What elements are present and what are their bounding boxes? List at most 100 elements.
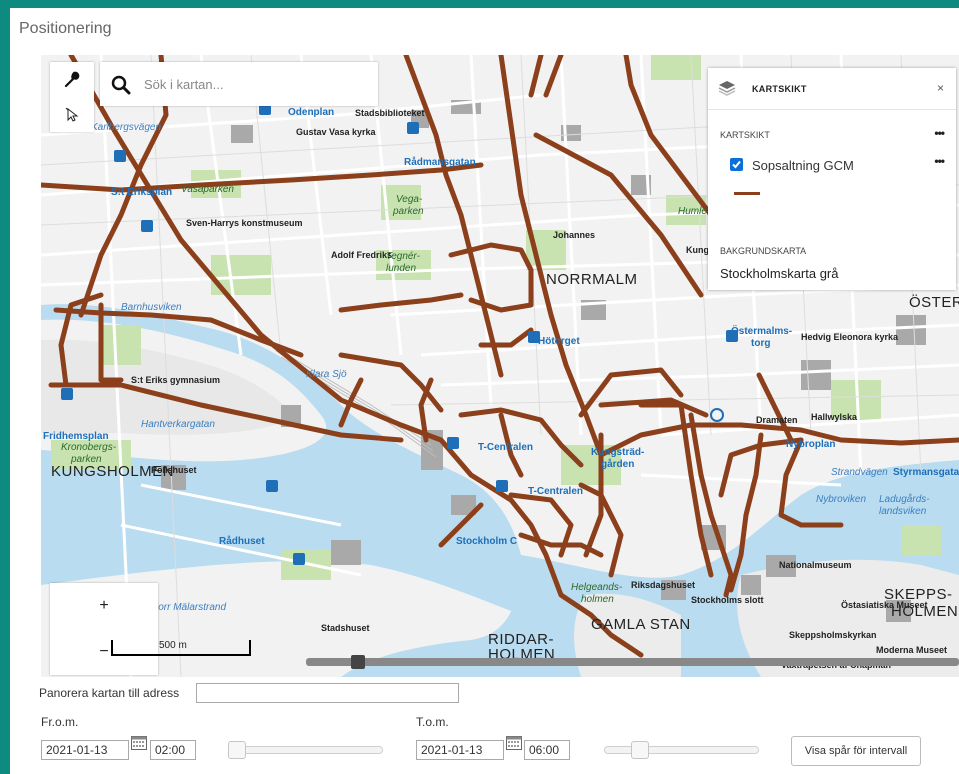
map-label: Stockholm C <box>456 536 518 547</box>
map-label: T-Centralen <box>478 442 534 453</box>
map-label: landsviken <box>879 506 927 517</box>
map-label: S:t Eriks gymnasium <box>131 375 221 385</box>
scale-label: 500 m <box>159 640 187 651</box>
layers-panel-header: KARTSKIKT × <box>708 68 956 110</box>
map-label: Stadsbiblioteket <box>355 108 425 118</box>
from-time-slider-handle[interactable] <box>228 741 246 759</box>
layers-panel-title: KARTSKIKT <box>752 84 807 94</box>
zoom-controls: + − <box>50 583 158 675</box>
map-label: Hallwylska <box>811 412 858 422</box>
map-label: Rådhuset <box>219 536 265 547</box>
map-label: parken <box>71 454 102 465</box>
layers-icon <box>718 81 736 96</box>
map-label: Nybroplan <box>786 439 836 450</box>
map-label: Östermalms- <box>731 326 793 337</box>
calendar-icon[interactable] <box>506 736 522 750</box>
map-label: holmen <box>581 594 614 605</box>
map-label: Gustav Vasa kyrka <box>296 127 376 137</box>
to-date-input[interactable] <box>416 740 504 760</box>
layers-panel: KARTSKIKT × KARTSKIKT ••• Sopsaltning GC… <box>708 68 956 290</box>
zoom-in-button[interactable]: + <box>99 597 109 614</box>
map-label: Karlbergsvägen <box>91 122 162 133</box>
map-label: Humle <box>678 206 707 217</box>
layer-checkbox[interactable] <box>730 158 743 171</box>
map-label: Hedvig Eleonora kyrka <box>801 332 899 342</box>
map-label: Kronobergs- <box>61 442 117 453</box>
map-label: GAMLA STAN <box>591 616 691 633</box>
map-label: Stockholms slott <box>691 595 764 605</box>
map-label: Nybroviken <box>816 494 867 505</box>
map-label: Hantverkargatan <box>141 419 215 430</box>
track-time-slider[interactable] <box>306 655 959 669</box>
layer-menu-icon[interactable]: ••• <box>934 154 945 168</box>
map-label: Barnhusviken <box>121 302 182 313</box>
map-label: KUNGSHOLMEN <box>51 463 175 480</box>
positioning-panel: Positionering <box>10 8 959 774</box>
map-label: ÖSTERM <box>909 294 959 311</box>
map-label: Strandvägen <box>831 467 888 478</box>
map-label: Helgeands- <box>571 582 623 593</box>
wrench-icon[interactable] <box>50 62 94 97</box>
map-label: Klara Sjö <box>306 369 347 380</box>
map-label: Stadshuset <box>321 623 370 633</box>
page-title: Positionering <box>19 20 112 37</box>
map-label: Kungsträd- <box>591 447 645 458</box>
from-time-slider[interactable] <box>228 741 383 759</box>
to-time-input[interactable] <box>524 740 570 760</box>
map-label: Fridhemsplan <box>43 431 109 442</box>
close-icon[interactable]: × <box>936 81 944 95</box>
map-label: Östasiatiska Museet <box>841 600 928 610</box>
to-time-slider[interactable] <box>604 741 759 759</box>
map-label: RIDDAR- <box>488 631 554 648</box>
address-input[interactable] <box>196 683 459 703</box>
map-label: Dramaten <box>756 415 798 425</box>
map-label: Moderna Museet <box>876 645 948 655</box>
map-view[interactable]: NORRMALM KUNGSHOLMEN GAMLA STAN RIDDAR- HOLM… <box>41 55 959 677</box>
from-date-input[interactable] <box>41 740 129 760</box>
checkmark-icon <box>732 160 741 169</box>
map-label: lunden <box>386 263 417 274</box>
map-label: Polishuset <box>151 465 197 475</box>
pointer-select-icon[interactable] <box>50 97 94 132</box>
map-label: Tegnér- <box>386 251 420 262</box>
from-label: Fr.o.m. <box>41 715 79 729</box>
map-label: Styrmansgatan <box>893 467 959 478</box>
map-tools <box>50 62 94 132</box>
to-label: T.o.m. <box>416 715 449 729</box>
map-label: S:t Eriksplan <box>111 187 173 198</box>
layers-section-label: KARTSKIKT <box>720 130 770 140</box>
map-label: Hötorget <box>538 336 580 347</box>
search-icon[interactable] <box>110 74 132 96</box>
layers-section-menu-icon[interactable]: ••• <box>934 126 945 140</box>
track-time-slider-thumb[interactable] <box>351 655 365 669</box>
show-tracks-button[interactable]: Visa spår för intervall <box>791 736 921 766</box>
map-label: Norr Mälarstrand <box>151 602 227 613</box>
map-label: NORRMALM <box>546 271 638 288</box>
map-label: HOLMEN <box>891 603 959 620</box>
map-label: gården <box>601 459 635 470</box>
address-label: Panorera kartan till adress <box>39 686 180 700</box>
map-label: torg <box>751 338 771 349</box>
map-label: Kungliga <box>686 245 725 255</box>
map-label: Vasaparken <box>181 184 234 195</box>
background-map-name[interactable]: Stockholmskarta grå <box>720 266 839 281</box>
search-input[interactable] <box>144 72 364 96</box>
map-search <box>100 62 378 106</box>
map-label: Vega- <box>396 194 423 205</box>
layer-legend-swatch <box>734 192 760 195</box>
map-label: Nationalmuseum <box>779 560 852 570</box>
map-label: parken <box>393 206 424 217</box>
scale-bar: 500 m <box>111 640 251 656</box>
map-label: Riksdagshuset <box>631 580 696 590</box>
background-section-label: BAKGRUNDSKARTA <box>720 246 807 256</box>
map-label: Adolf Fredriks <box>331 250 393 260</box>
map-label: Odenplan <box>288 107 335 118</box>
map-label: SKEPPS- <box>884 586 953 603</box>
to-time-slider-handle[interactable] <box>631 741 649 759</box>
calendar-icon[interactable] <box>131 736 147 750</box>
map-label: Sven-Harrys konstmuseum <box>186 218 303 228</box>
zoom-out-button[interactable]: − <box>99 643 109 660</box>
from-time-input[interactable] <box>150 740 196 760</box>
map-label: Skeppsholmskyrkan <box>789 630 877 640</box>
layer-name[interactable]: Sopsaltning GCM <box>752 158 854 173</box>
